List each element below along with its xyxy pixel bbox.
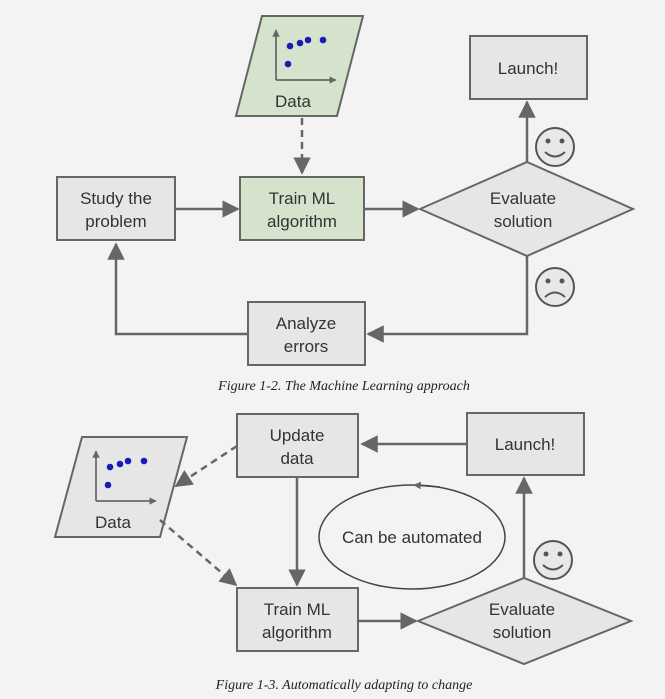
automated-label: Can be automated bbox=[342, 528, 482, 547]
happy-face-icon bbox=[535, 127, 575, 167]
caption-figure-1-2: Figure 1-2. The Machine Learning approac… bbox=[217, 379, 470, 394]
happy-face-icon-2 bbox=[533, 540, 573, 580]
train-label-line2: algorithm bbox=[267, 212, 337, 231]
launch-node: Launch! bbox=[469, 35, 588, 100]
evaluate-label-line2: solution bbox=[494, 212, 553, 231]
caption-figure-1-3: Figure 1-3. Automatically adapting to ch… bbox=[215, 678, 473, 693]
automated-cycle: Can be automated bbox=[318, 481, 506, 590]
evaluate-node: Evaluate solution bbox=[417, 160, 636, 258]
arrow-data-to-train-2 bbox=[159, 519, 238, 587]
scatter-plot-icon-2 bbox=[92, 450, 157, 505]
train-label-line1: Train ML bbox=[269, 189, 335, 208]
launch-label-2: Launch! bbox=[495, 435, 556, 454]
figure-machine-learning-approach: Data Study the problem Train ML algorith… bbox=[56, 15, 636, 394]
evaluate-node-2: Evaluate solution bbox=[415, 576, 634, 666]
study-label-line1: Study the bbox=[80, 189, 152, 208]
sad-face-icon bbox=[535, 267, 575, 307]
train-label-2-line2: algorithm bbox=[262, 623, 332, 642]
data-node: Data bbox=[234, 15, 365, 117]
study-label-line2: problem bbox=[85, 212, 146, 231]
launch-label: Launch! bbox=[498, 59, 559, 78]
figure-automatically-adapting: Data Update data Launch! Can be automate… bbox=[53, 412, 634, 693]
update-data-node: Update data bbox=[236, 413, 359, 478]
train-label-2-line1: Train ML bbox=[264, 600, 330, 619]
evaluate-label-2-line2: solution bbox=[493, 623, 552, 642]
evaluate-label-line1: Evaluate bbox=[490, 189, 556, 208]
train-ml-node: Train ML algorithm bbox=[239, 176, 365, 241]
arrow-update-to-data bbox=[174, 444, 238, 488]
study-problem-node: Study the problem bbox=[56, 176, 176, 241]
data-node-2: Data bbox=[53, 436, 189, 538]
scatter-plot-icon bbox=[272, 29, 337, 84]
update-label-line1: Update bbox=[270, 426, 325, 445]
launch-node-2: Launch! bbox=[466, 412, 585, 476]
analyze-label-line2: errors bbox=[284, 337, 328, 356]
analyze-label-line1: Analyze bbox=[276, 314, 336, 333]
train-ml-node-2: Train ML algorithm bbox=[236, 587, 359, 652]
arrow-evaluate-to-analyze bbox=[366, 256, 529, 343]
data-label: Data bbox=[275, 92, 311, 111]
analyze-errors-node: Analyze errors bbox=[247, 301, 366, 366]
data-label-2: Data bbox=[95, 513, 131, 532]
arrow-analyze-to-study bbox=[107, 242, 248, 336]
evaluate-label-2-line1: Evaluate bbox=[489, 600, 555, 619]
update-label-line2: data bbox=[280, 449, 314, 468]
